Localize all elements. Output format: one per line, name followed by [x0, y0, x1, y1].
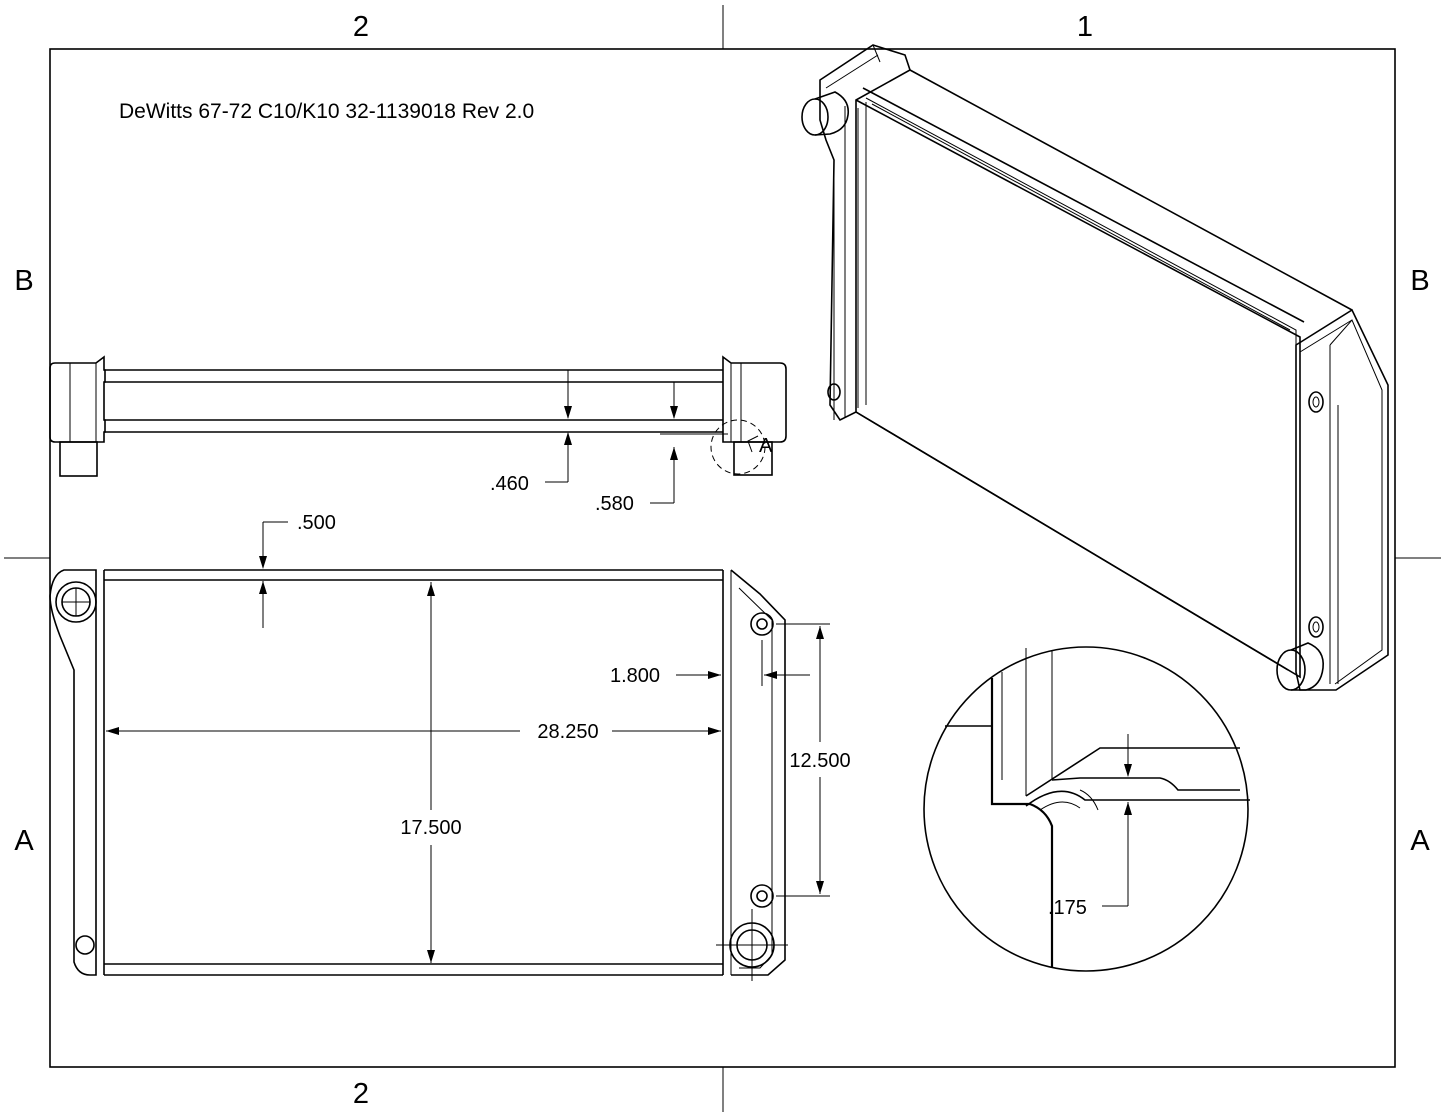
dim-1800: 1.800	[610, 665, 660, 687]
dim-28250: 28.250	[537, 721, 598, 743]
zone-label-top-right: 1	[1077, 11, 1093, 43]
zone-label-right-lower: A	[1410, 825, 1430, 857]
dim-17500: 17.500	[400, 817, 461, 839]
dim-500: .500	[297, 512, 336, 534]
zone-label-left-lower: A	[14, 825, 34, 857]
front-view: .500 17.500 28.250 1.800 12.500	[49, 512, 851, 981]
isometric-view	[801, 44, 1389, 691]
dim-580: .580	[595, 493, 634, 515]
drawing-title: DeWitts 67-72 C10/K10 32-1139018 Rev 2.0	[119, 100, 534, 123]
detail-view-a: .175	[923, 646, 1250, 972]
dim-175: .175	[1048, 897, 1087, 919]
zone-label-top-left: 2	[353, 11, 369, 43]
zone-label-bottom-left: 2	[353, 1078, 369, 1110]
zone-label-right-upper: B	[1410, 265, 1429, 297]
dim-460: .460	[490, 473, 529, 495]
detail-callout-label: A	[759, 435, 773, 457]
top-view: A .460 .580	[49, 355, 787, 515]
zone-label-left-upper: B	[14, 265, 33, 297]
dim-12500: 12.500	[789, 750, 850, 772]
